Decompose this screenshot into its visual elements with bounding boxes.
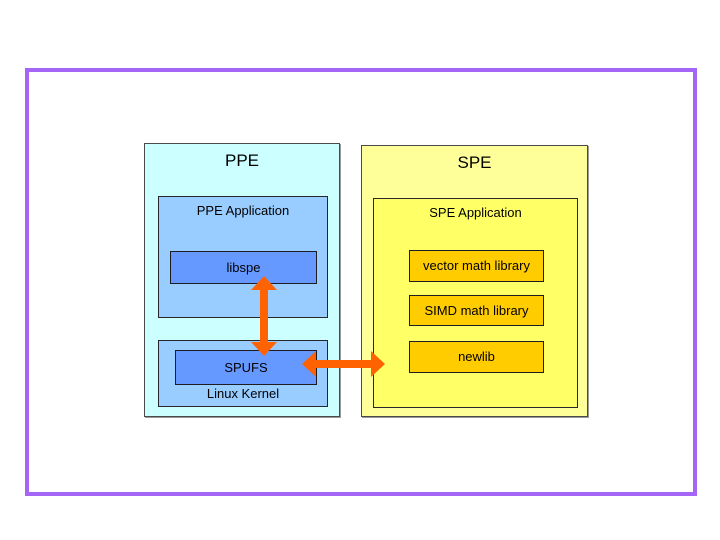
- spufs-spe-arrow: [302, 351, 385, 377]
- simd-math-library-box: SIMD math library: [409, 295, 544, 326]
- spe-application-box: SPE Application vector math library SIMD…: [373, 198, 578, 408]
- arrowhead-up-icon: [251, 276, 277, 290]
- arrowhead-down-icon: [251, 342, 277, 356]
- arrowhead-right-icon: [371, 351, 385, 377]
- ppe-application-title: PPE Application: [196, 203, 290, 218]
- ppe-box: PPE PPE Application libspe SPUFS Linux K…: [144, 143, 340, 417]
- linux-kernel-title: Linux Kernel: [206, 386, 280, 401]
- spe-title: SPE: [457, 153, 492, 172]
- ppe-application-box: PPE Application libspe: [158, 196, 328, 318]
- linux-kernel-box: SPUFS Linux Kernel: [158, 340, 328, 407]
- spe-application-title: SPE Application: [429, 205, 522, 220]
- spufs-box: SPUFS: [175, 350, 317, 385]
- arrowhead-left-icon: [302, 351, 316, 377]
- arrow-shaft: [260, 288, 268, 344]
- arrow-shaft: [314, 360, 373, 368]
- vector-math-library-box: vector math library: [409, 250, 544, 282]
- libspe-box: libspe: [170, 251, 317, 284]
- ppe-title: PPE: [224, 151, 260, 170]
- slide-frame: [25, 68, 697, 496]
- spe-box: SPE SPE Application vector math library …: [361, 145, 588, 417]
- newlib-box: newlib: [409, 341, 544, 373]
- libspe-spufs-arrow: [251, 276, 277, 356]
